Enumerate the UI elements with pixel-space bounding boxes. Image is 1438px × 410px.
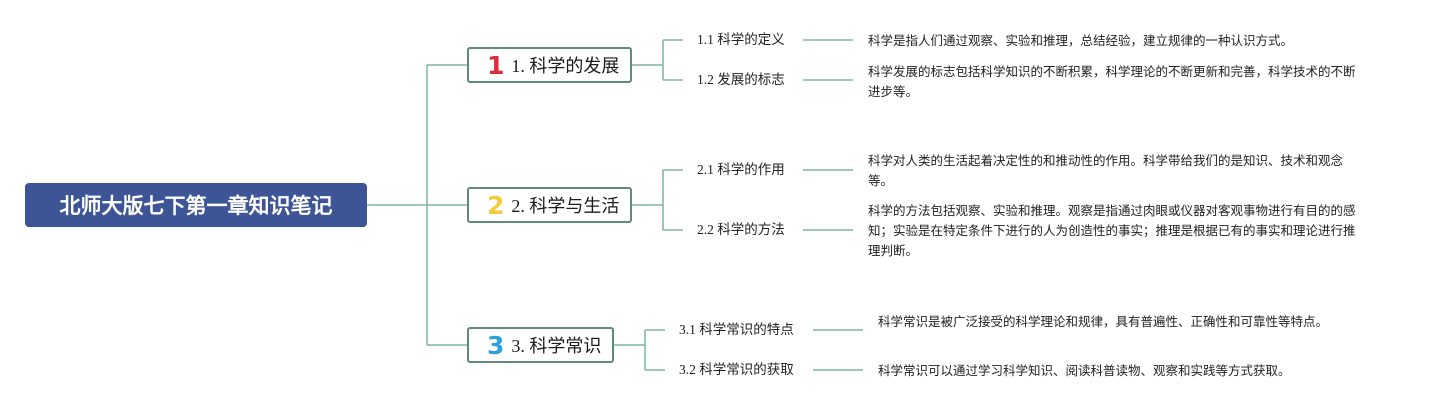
leaf-topic-1-1[interactable]: 1.1 科学的定义 <box>697 32 785 47</box>
leaf-topic-3-1[interactable]: 3.1 科学常识的特点 <box>679 322 794 337</box>
branch-topic-1[interactable]: 1 1. 科学的发展 <box>467 47 632 83</box>
number-2-icon: 2 <box>487 190 505 220</box>
branch-topic-2[interactable]: 2 2. 科学与生活 <box>467 187 632 223</box>
leaf-topic-2-1[interactable]: 2.1 科学的作用 <box>697 162 785 177</box>
branch-label: 2. 科学与生活 <box>511 196 620 216</box>
branch-topic-3[interactable]: 3 3. 科学常识 <box>467 327 614 363</box>
branch-label: 1. 科学的发展 <box>511 56 620 76</box>
leaf-note-1-1: 科学是指人们通过观察、实验和推理，总结经验，建立规律的一种认识方式。 <box>868 33 1294 48</box>
root-topic[interactable]: 北师大版七下第一章知识笔记 <box>25 183 367 227</box>
leaf-note-3-2: 科学常识可以通过学习科学知识、阅读科普读物、观察和实践等方式获取。 <box>878 363 1291 378</box>
leaf-topic-1-2[interactable]: 1.2 发展的标志 <box>697 72 785 87</box>
leaf-note-2-1: 科学对人类的生活起着决定性的和推动性的作用。科学带给我们的是知识、技术和观念等。 <box>868 153 1344 188</box>
leaf-note-1-2: 科学发展的标志包括科学知识的不断积累，科学理论的不断更新和完善，科学技术的不断进… <box>868 64 1356 99</box>
branch-label: 3. 科学常识 <box>511 336 602 356</box>
leaf-topic-2-2[interactable]: 2.2 科学的方法 <box>697 222 785 237</box>
leaf-note-2-2: 科学的方法包括观察、实验和推理。观察是指通过肉眼或仪器对客观事物进行有目的的感知… <box>868 203 1356 258</box>
leaf-topic-3-2[interactable]: 3.2 科学常识的获取 <box>679 362 794 377</box>
number-3-icon: 3 <box>487 330 505 360</box>
leaf-note-3-1: 科学常识是被广泛接受的科学理论和规律，具有普遍性、正确性和可靠性等特点。 <box>878 314 1329 329</box>
number-1-icon: 1 <box>487 50 505 80</box>
